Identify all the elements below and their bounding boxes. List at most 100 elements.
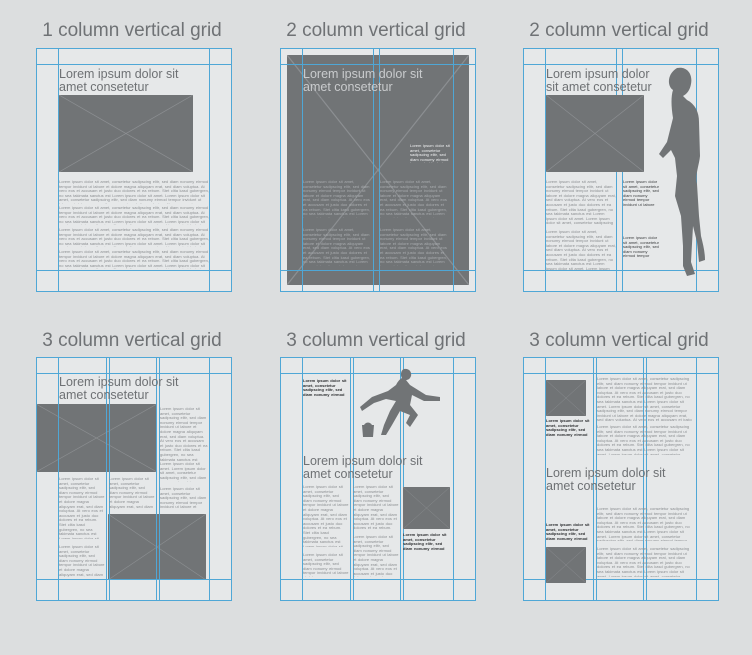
margin-line [453, 48, 454, 292]
body-text: Lorem ipsum dolor sit amet, consetetur s… [59, 545, 105, 577]
body-text: Lorem ipsum dolor sit amet, consetetur s… [160, 487, 207, 509]
body-text: Lorem ipsum dolor sit amet, consetetur s… [597, 507, 690, 541]
heading: Lorem ipsum dolor sit amet consetetur [546, 466, 666, 493]
margin-line [58, 48, 59, 292]
margin-line [36, 600, 232, 601]
margin-line [280, 373, 476, 374]
margin-line [523, 48, 719, 49]
margin-line [58, 357, 59, 601]
column-line [379, 48, 380, 292]
image-placeholder [546, 380, 586, 416]
caption-text: Lorem ipsum dolor sit amet, consetetur s… [403, 533, 447, 551]
body-text: Lorem ipsum dolor sit amet, consetetur s… [59, 180, 209, 204]
margin-line [280, 270, 476, 271]
margin-line [280, 48, 476, 49]
panel-title: 3 column vertical grid [42, 330, 222, 351]
column-line [400, 357, 401, 601]
margin-line [545, 357, 546, 601]
margin-line [36, 64, 232, 65]
margin-line [280, 64, 476, 65]
margin-line [718, 357, 719, 601]
body-text: Lorem ipsum dolor sit amet, consetetur s… [59, 250, 209, 269]
image-placeholder [546, 95, 644, 172]
image-placeholder [59, 95, 193, 172]
caption-text: Lorem ipsum dolor sit amet, consetetur s… [546, 523, 590, 541]
panel-title: 3 column vertical grid [286, 330, 466, 351]
margin-line [231, 48, 232, 292]
body-text: Lorem ipsum dolor sit amet, consetetur s… [303, 485, 349, 547]
body-text: Lorem ipsum dolor sit amet, consetetur s… [303, 228, 370, 266]
grid-page-6: Lorem ipsum dolor sit amet, consetetur s… [523, 357, 719, 601]
body-text: Lorem ipsum dolor sit amet, consetetur s… [59, 477, 105, 539]
body-text: Lorem ipsum dolor sit amet, consetetur s… [353, 535, 399, 577]
margin-line [280, 48, 281, 292]
body-text: Lorem ipsum dolor sit amet, consetetur s… [546, 230, 616, 270]
heading: Lorem ipsum dolor sit amet consetetur [59, 375, 179, 402]
margin-line [36, 48, 37, 292]
margin-line [231, 357, 232, 601]
column-line [109, 357, 110, 601]
margin-line [475, 48, 476, 292]
margin-line [36, 373, 232, 374]
margin-line [36, 579, 232, 580]
column-line [350, 357, 351, 601]
column-line [159, 357, 160, 601]
standing-woman-silhouette [659, 67, 705, 277]
body-text: Lorem ipsum dolor sit amet, consetetur s… [59, 206, 209, 225]
panel-title: 2 column vertical grid [286, 20, 466, 41]
margin-line [302, 357, 303, 601]
caption-text: Lorem ipsum dolor sit amet, consetetur s… [303, 379, 347, 397]
column-line [106, 357, 107, 601]
margin-line [523, 291, 719, 292]
margin-line [280, 600, 476, 601]
column-line [156, 357, 157, 601]
margin-line [696, 357, 697, 601]
margin-line [36, 270, 232, 271]
column-line [403, 357, 404, 601]
margin-line [280, 579, 476, 580]
panel-title: 3 column vertical grid [529, 330, 709, 351]
caption-text: Lorem ipsum dolor sit amet, consetetur s… [623, 180, 659, 208]
panel-title: 1 column vertical grid [42, 20, 222, 41]
margin-line [718, 48, 719, 292]
grid-page-3: Lorem ipsum dolor sit amet consetetur Lo… [523, 48, 719, 292]
margin-line [523, 357, 524, 601]
margin-line [36, 291, 232, 292]
margin-line [209, 48, 210, 292]
image-placeholder [546, 547, 586, 583]
margin-line [280, 357, 281, 601]
caption-text: Lorem ipsum dolor sit amet, consetetur s… [623, 236, 659, 258]
full-bleed-image-placeholder [287, 55, 469, 285]
body-text: Lorem ipsum dolor sit amet, consetetur s… [597, 547, 690, 577]
margin-line [545, 48, 546, 292]
margin-line [523, 48, 524, 292]
body-text: Lorem ipsum dolor sit amet, consetetur s… [380, 228, 447, 266]
margin-line [475, 357, 476, 601]
body-text: Lorem ipsum dolor sit amet, consetetur s… [109, 477, 155, 509]
column-line [596, 357, 597, 601]
body-text: Lorem ipsum dolor sit amet, consetetur s… [160, 407, 208, 482]
margin-line [302, 48, 303, 292]
column-line [646, 357, 647, 601]
jumping-man-silhouette [360, 368, 440, 437]
heading: Lorem ipsum dolor sit amet consetetur [59, 67, 179, 94]
margin-line [453, 357, 454, 601]
body-text: Lorem ipsum dolor sit amet, consetetur s… [546, 180, 616, 226]
panel-title: 2 column vertical grid [529, 20, 709, 41]
body-text: Lorem ipsum dolor sit amet, consetetur s… [597, 377, 692, 421]
image-placeholder [36, 404, 157, 472]
body-text: Lorem ipsum dolor sit amet, consetetur s… [303, 180, 370, 218]
body-text: Lorem ipsum dolor sit amet, consetetur s… [353, 485, 399, 529]
grid-page-2: Lorem ipsum dolor sit amet consetetur Lo… [280, 48, 476, 292]
heading: Lorem ipsum dolor sit amet consetetur [303, 454, 423, 481]
caption-text: Lorem ipsum dolor sit amet, consetetur s… [546, 419, 590, 437]
margin-line [523, 579, 719, 580]
margin-line [280, 357, 476, 358]
column-line [353, 357, 354, 601]
margin-line [36, 357, 232, 358]
body-text: Lorem ipsum dolor sit amet, consetetur s… [59, 228, 209, 247]
grid-page-1: Lorem ipsum dolor sit amet consetetur Lo… [36, 48, 232, 292]
margin-line [280, 291, 476, 292]
margin-line [36, 357, 37, 601]
heading: Lorem ipsum dolor sit amet consetetur [546, 67, 652, 94]
